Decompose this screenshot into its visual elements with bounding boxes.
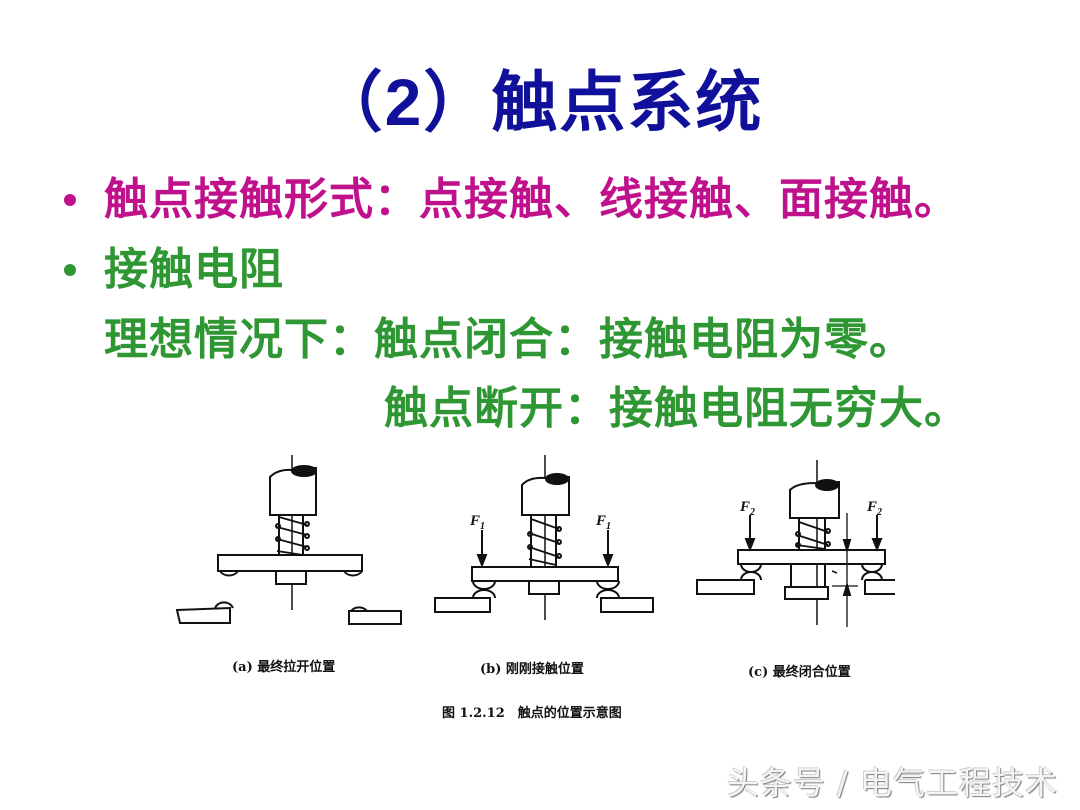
bullet-dot-icon	[64, 264, 76, 276]
title-text: 触点系统	[491, 64, 764, 141]
force-label-f2-left: F2	[739, 499, 755, 518]
ideal-case-open: 触点断开：接触电阻无穷大。	[384, 383, 969, 434]
panel-c-drawing	[696, 460, 895, 627]
panel-a-drawing	[175, 455, 402, 625]
bullet-contact-forms: 触点接触形式：点接触、线接触、面接触。	[104, 174, 959, 225]
title-prefix: （2）	[316, 65, 492, 139]
ideal-case-closed: 理想情况下：触点闭合：接触电阻为零。	[104, 314, 914, 365]
figure-caption: 图 1.2.12 触点的位置示意图	[442, 706, 622, 721]
contact-diagram-icon: F1 F1 F2 F2	[175, 455, 895, 627]
bullet-contact-resistance: 接触电阻	[104, 244, 284, 295]
watermark: 头条号 / 电气工程技术	[726, 764, 1058, 802]
slide-title: （2）触点系统	[0, 62, 1080, 143]
caption-panel-a: (a) 最终拉开位置	[232, 660, 336, 675]
caption-panel-b: (b) 刚刚接触位置	[480, 662, 584, 677]
force-label-f2-right: F2	[866, 499, 882, 518]
force-label-f1-left: F1	[469, 513, 485, 532]
panel-b-drawing	[434, 455, 654, 620]
contact-position-figure: F1 F1 F2 F2 (a) 最终拉开位置 (b) 刚刚接触位置 (c) 最终…	[170, 455, 910, 725]
caption-panel-c: (c) 最终闭合位置	[748, 665, 851, 680]
force-label-f1-right: F1	[595, 513, 611, 532]
bullet-dot-icon	[64, 194, 76, 206]
